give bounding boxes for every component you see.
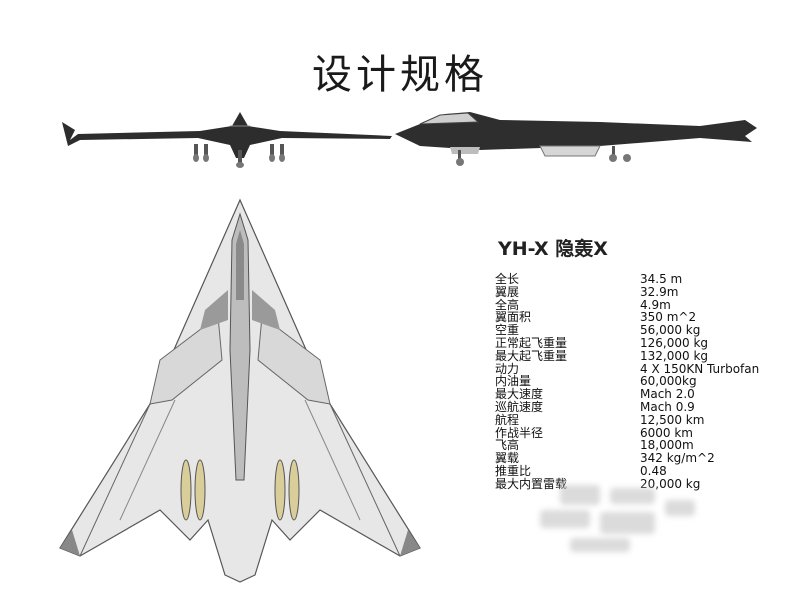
spec-value: 32.9m (640, 284, 679, 299)
spec-label: 内油量 (495, 374, 532, 389)
spec-row: 最大内置雷载 20,000 kg (495, 476, 795, 491)
spec-row: 翼面积 350 m^2 (495, 311, 795, 324)
spec-label: 全高 (495, 297, 520, 312)
spec-row: 全长 34.5 m (495, 273, 795, 286)
spec-label: 动力 (495, 361, 520, 376)
spec-label: 推重比 (495, 463, 532, 478)
spec-label: 全长 (495, 272, 520, 286)
spec-label: 翼面积 (495, 310, 532, 325)
top-view-drawing (59, 198, 421, 583)
spec-row: 正常起飞重量 126,000 kg (495, 337, 795, 350)
page-title: 设计规格 (312, 52, 488, 98)
spec-row: 推重比 0.48 (495, 465, 795, 478)
spec-label: 翼展 (495, 284, 520, 299)
front-view-drawing (62, 112, 392, 168)
spec-label: 飞高 (495, 438, 520, 453)
spec-row: 最大起飞重量 132,000 kg (495, 348, 795, 363)
spec-value: 342 kg/m^2 (640, 451, 715, 466)
spec-row: 内油量 60,000kg (495, 375, 795, 388)
spec-value: 132,000 kg (640, 348, 709, 363)
aircraft-name: YH-X 隐轰X (498, 238, 608, 260)
spec-label: 空重 (495, 323, 520, 338)
spec-value: 350 m^2 (640, 310, 697, 325)
spec-label: 巡航速度 (495, 399, 544, 414)
spec-value: Mach 2.0 (640, 387, 695, 402)
spec-row: 翼展 32.9m (495, 284, 795, 299)
spec-value: 0.48 (640, 463, 667, 478)
spec-value: 6000 km (640, 425, 693, 440)
spec-value: 20,000 kg (640, 476, 701, 491)
spec-row: 巡航速度 Mach 0.9 (495, 401, 795, 414)
spec-label: 翼载 (495, 451, 520, 466)
spec-row: 作战半径 6000 km (495, 425, 795, 440)
spec-value: 18,000m (640, 438, 694, 453)
spec-row: 动力 4 X 150KN Turbofan (495, 361, 795, 376)
spec-label: 航程 (495, 412, 520, 427)
spec-label: 最大内置雷载 (495, 476, 568, 491)
spec-row: 全高 4.9m (495, 297, 795, 312)
spec-row: 航程 12,500 km (495, 412, 795, 427)
spec-value: 126,000 kg (640, 335, 709, 350)
spec-row: 翼载 342 kg/m^2 (495, 452, 795, 465)
spec-value: 4.9m (640, 297, 671, 312)
spec-label: 最大速度 (495, 387, 544, 402)
spec-value: 34.5 m (640, 272, 683, 286)
spec-label: 正常起飞重量 (495, 335, 568, 350)
spec-row: 飞高 18,000m (495, 439, 795, 452)
spec-value: Mach 0.9 (640, 399, 695, 414)
spec-value: 56,000 kg (640, 323, 701, 338)
spec-table: 全长 34.5 m 翼展 32.9m 全高 4.9m 翼面积 350 m^2 空重 56,… (495, 273, 795, 491)
spec-row: 最大速度 Mach 2.0 (495, 388, 795, 401)
side-view-drawing (395, 112, 757, 166)
spec-value: 12,500 km (640, 412, 705, 427)
spec-row: 空重 56,000 kg (495, 324, 795, 337)
spec-value: 60,000kg (640, 374, 697, 389)
spec-value: 4 X 150KN Turbofan (640, 361, 760, 376)
spec-label: 作战半径 (495, 425, 544, 440)
spec-label: 最大起飞重量 (495, 348, 568, 363)
